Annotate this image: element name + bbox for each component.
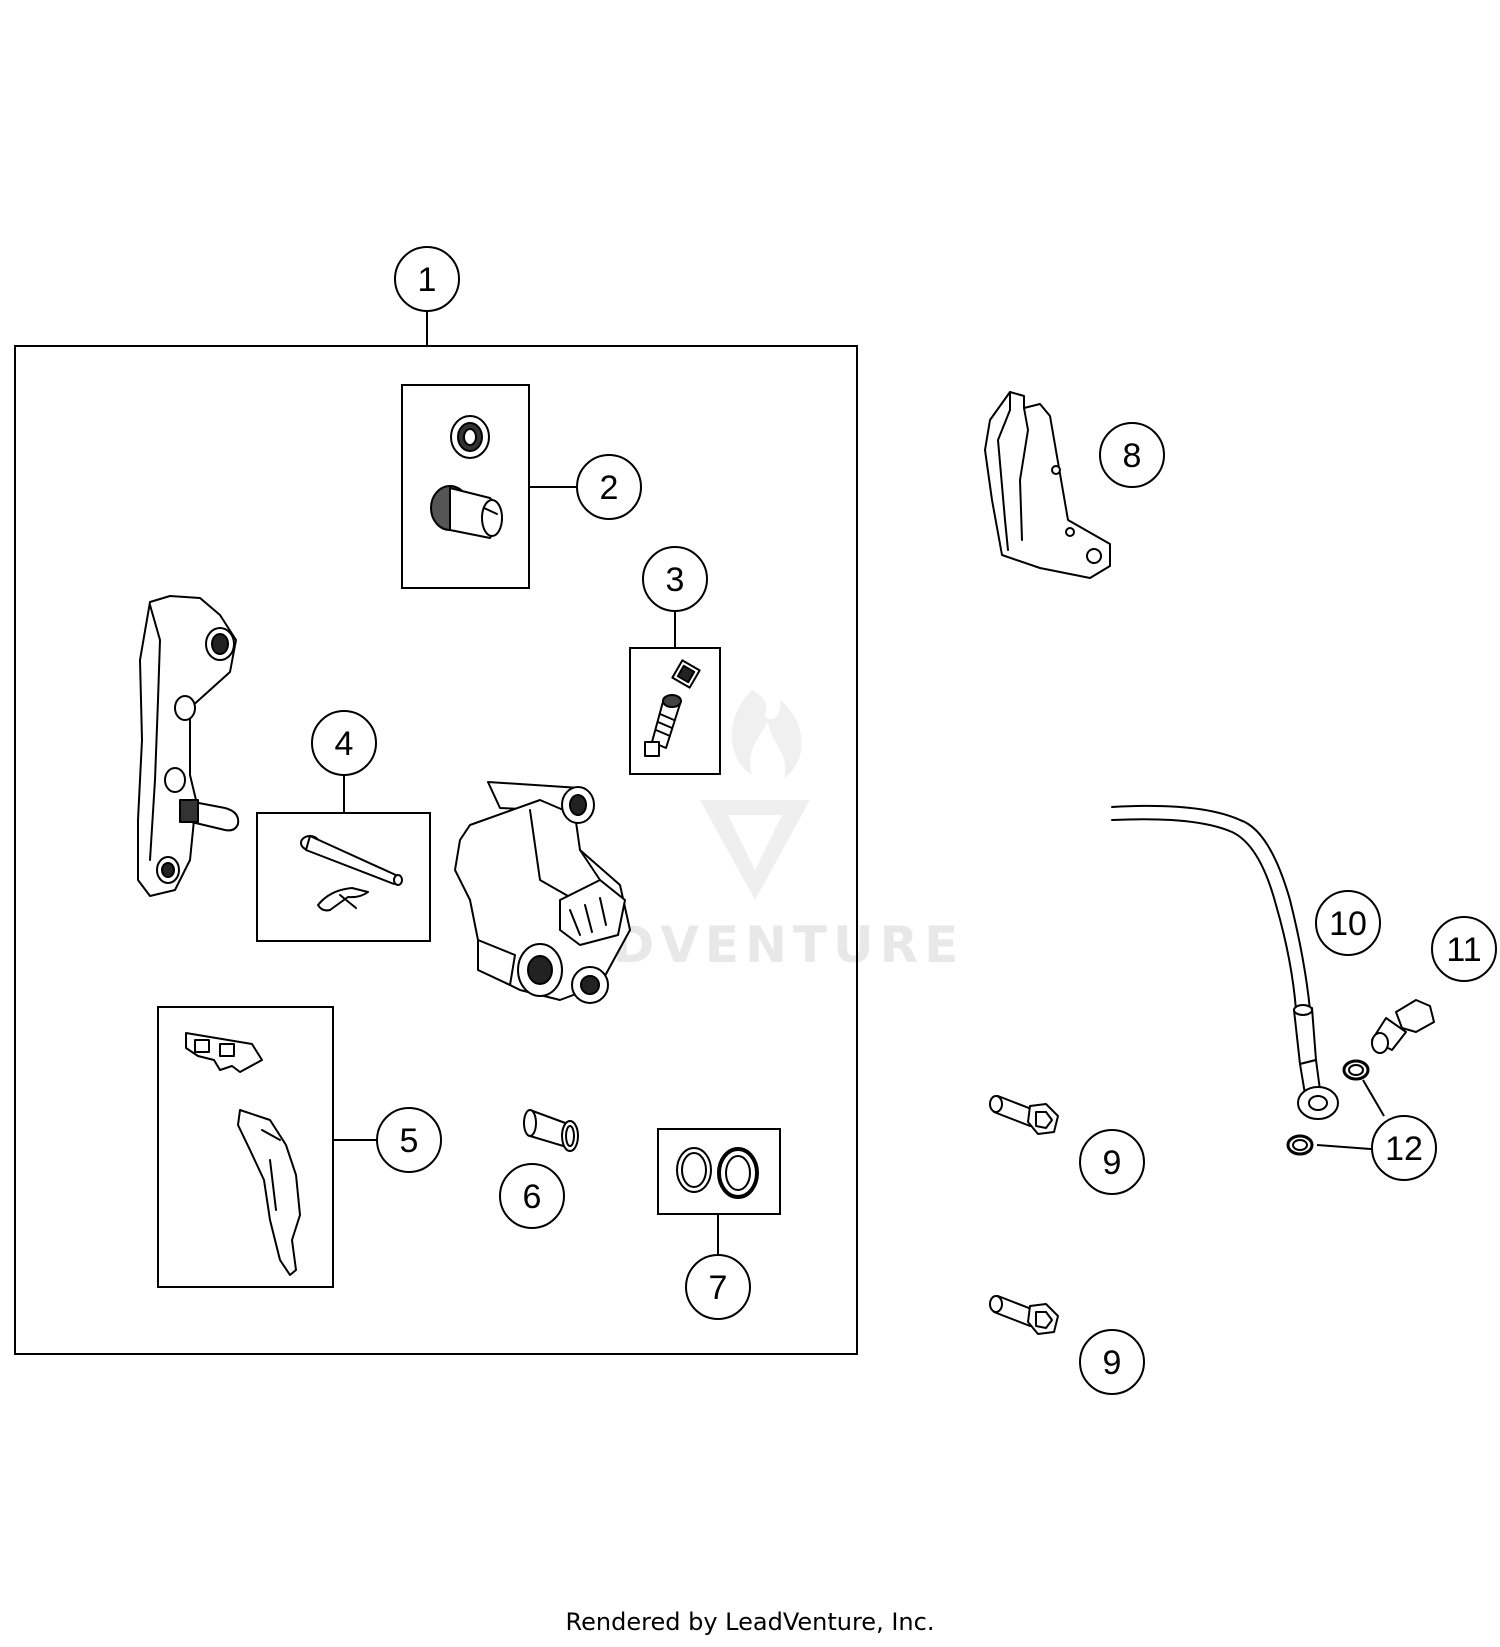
callout-4: 4 [311,710,377,776]
svg-text:11: 11 [1446,931,1481,969]
callout-9-upper: 9 [1079,1129,1145,1195]
svg-text:4: 4 [335,725,354,763]
callout-6: 6 [499,1163,565,1229]
callout-9-lower: 9 [1079,1329,1145,1395]
svg-text:7: 7 [709,1269,728,1307]
box-item-2 [401,384,530,589]
callout-12: 12 [1371,1115,1437,1181]
callout-11: 11 [1431,916,1497,982]
callout-1: 1 [394,246,460,312]
svg-text:9: 9 [1103,1144,1122,1182]
callout-3: 3 [642,546,708,612]
callout-8: 8 [1099,422,1165,488]
sleeve-part [523,1109,579,1152]
svg-text:10: 10 [1329,905,1367,943]
callout-7: 7 [685,1254,751,1320]
callouts: 1 2 3 4 5 6 7 8 [311,246,1497,1395]
callout-5: 5 [376,1107,442,1173]
callout-10: 10 [1315,890,1381,956]
svg-text:6: 6 [523,1178,542,1216]
pad-spring-part [185,1032,301,1276]
svg-text:2: 2 [600,469,619,507]
seal-ring-part [676,1147,759,1199]
svg-text:3: 3 [666,561,685,599]
assembly-frame [14,306,858,1355]
bleeder-screw-part [644,659,701,757]
box-item-4 [256,812,431,942]
callout-2: 2 [576,454,642,520]
svg-text:8: 8 [1123,437,1142,475]
washer-part [1286,1059,1370,1156]
brake-caliper-part [454,781,631,1004]
caliper-bracket-part [137,595,240,897]
svg-text:9: 9 [1103,1344,1122,1382]
box-item-5 [157,1006,334,1288]
caliper-pin-part [300,835,403,912]
bolt-part-upper [989,1095,1059,1135]
svg-text:1: 1 [418,261,437,299]
brake-pad-part [984,391,1111,579]
footer-credit: Rendered by LeadVenture, Inc. [565,1608,935,1636]
svg-text:5: 5 [400,1122,419,1160]
flame-logo-icon [700,690,810,900]
guide-bushing-part [430,415,503,539]
banjo-bolt-part [1371,999,1435,1054]
svg-text:12: 12 [1385,1130,1423,1168]
bolt-part-lower [989,1295,1059,1335]
brake-hose-part [1111,804,1339,1120]
